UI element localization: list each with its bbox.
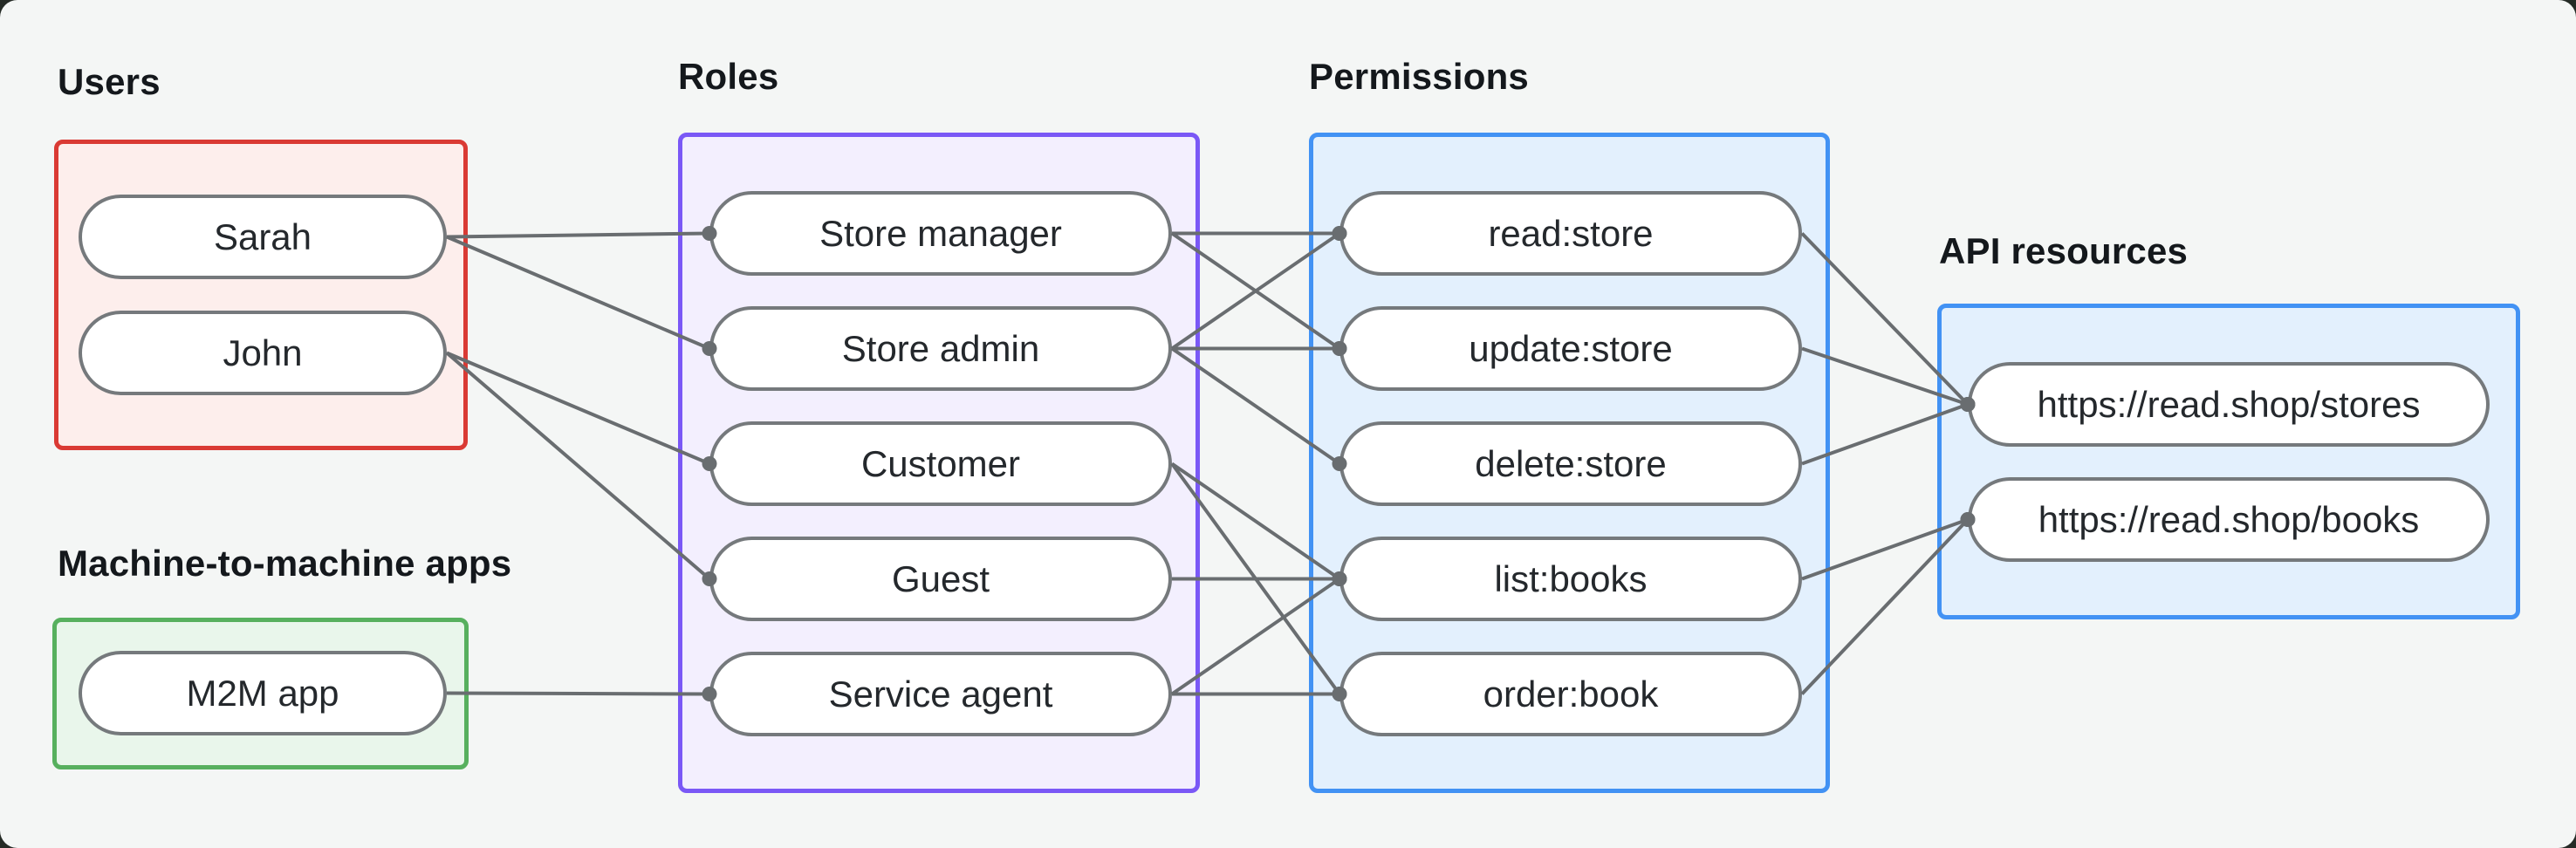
group-label-api-resources: API resources [1939,230,2189,271]
node-list-books: list:books [1339,537,1802,621]
node-stores: https://read.shop/stores [1968,362,2490,447]
node-order-book: order:book [1339,652,1802,736]
node-guest: Guest [709,537,1172,621]
group-box-users [54,140,468,450]
group-label-roles: Roles [678,56,779,97]
node-delete-store: delete:store [1339,421,1802,506]
node-books: https://read.shop/books [1968,477,2490,562]
edge-sarah-store-manager [446,231,710,239]
node-service-agent: Service agent [709,652,1172,736]
edge-sarah-store-admin [446,235,710,351]
group-label-permissions: Permissions [1309,56,1529,97]
edge-john-customer [446,351,710,466]
node-m2m-app: M2M app [79,651,447,735]
node-store-admin: Store admin [709,306,1172,391]
node-sarah: Sarah [79,195,447,279]
node-customer: Customer [709,421,1172,506]
node-store-manager: Store manager [709,191,1172,276]
group-label-users: Users [58,61,161,102]
node-john: John [79,311,447,395]
node-update-store: update:store [1339,306,1802,391]
node-read-store: read:store [1339,191,1802,276]
group-label-machine-to-machine-apps: Machine-to-machine apps [58,543,512,584]
group-box-api-resources [1937,304,2520,619]
